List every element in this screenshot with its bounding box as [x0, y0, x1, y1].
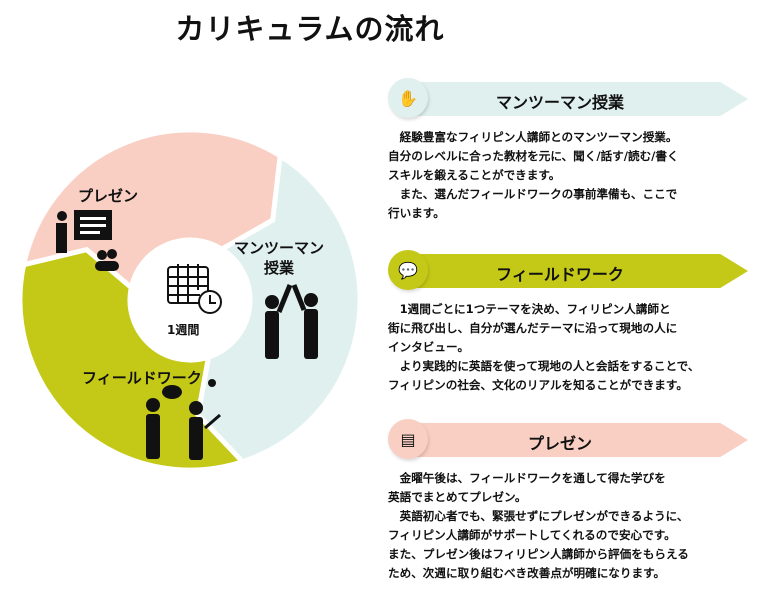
page-title: カリキュラムの流れ	[175, 12, 445, 46]
section-manto: マンツーマン授業 ✋ 経験豊富なフィリピン人講師とのマンツーマン授業。 自分のレ…	[388, 78, 748, 223]
section-text: 1週間ごとに1つテーマを決め、フィリピン人講師と 街に飛び出し、自分が選んだテー…	[388, 302, 700, 392]
presentation-icon	[56, 210, 119, 271]
cycle-center-label: 1週間	[167, 323, 200, 337]
section-heading: フィールドワーク	[496, 265, 624, 284]
interview-icon: 💬	[388, 250, 428, 290]
cycle-label-manto-2: 授業	[264, 259, 295, 278]
section-banner: プレゼン	[402, 423, 748, 457]
section-presen: プレゼン ▤ 金曜午後は、フィールドワークを通して得た学びを 英語でまとめてプレ…	[388, 419, 748, 583]
presentation-icon: ▤	[388, 419, 428, 459]
high-five-icon: ✋	[388, 78, 428, 118]
section-heading: プレゼン	[527, 434, 592, 453]
section-field: フィールドワーク 💬 1週間ごとに1つテーマを決め、フィリピン人講師と 街に飛び…	[388, 250, 748, 395]
section-heading: マンツーマン授業	[495, 93, 624, 112]
cycle-diagram	[17, 127, 363, 473]
high-five-icon	[265, 284, 318, 359]
interview-icon	[146, 379, 221, 460]
cycle-label-manto: マンツーマン授業	[234, 238, 324, 279]
cycle-label-presen: プレゼン	[78, 187, 139, 205]
section-banner: マンツーマン授業	[402, 82, 748, 116]
section-text: 金曜午後は、フィールドワークを通して得た学びを 英語でまとめてプレゼン。 英語初…	[388, 471, 689, 580]
cycle-label-field: フィールドワーク	[82, 369, 202, 387]
section-text: 経験豊富なフィリピン人講師とのマンツーマン授業。 自分のレベルに合った教材を元に…	[388, 130, 679, 220]
section-banner: フィールドワーク	[402, 254, 748, 288]
calendar-clock-icon	[167, 264, 222, 314]
cycle-label-manto-1: マンツーマン	[234, 239, 325, 257]
cycle-center	[130, 240, 250, 360]
